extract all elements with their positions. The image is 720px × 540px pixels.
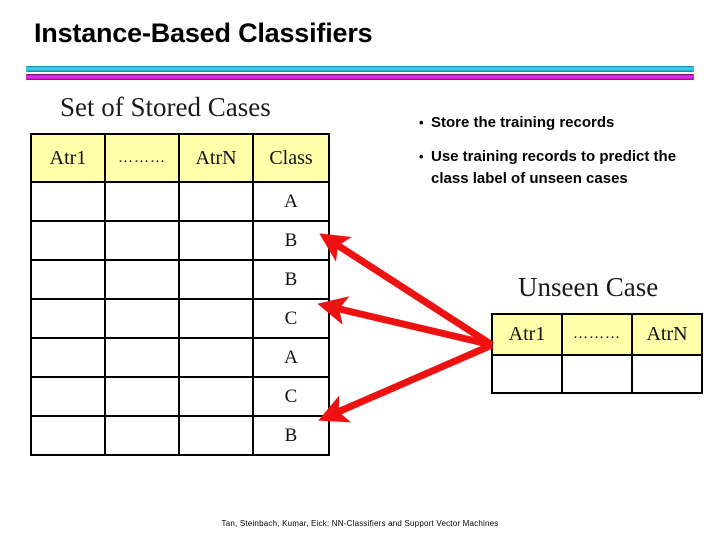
divider-bar-magenta bbox=[26, 74, 694, 80]
cell-mid bbox=[104, 415, 180, 456]
cell-mid bbox=[104, 259, 180, 300]
cell-class: C bbox=[252, 298, 330, 339]
table-row: A bbox=[30, 337, 330, 378]
cell-atr1 bbox=[30, 337, 106, 378]
cell-class: A bbox=[252, 337, 330, 378]
table-row bbox=[491, 354, 703, 394]
stored-cases-caption: Set of Stored Cases bbox=[60, 92, 271, 122]
title-divider bbox=[26, 66, 694, 82]
list-item: • Use training records to predict the cl… bbox=[419, 146, 687, 190]
divider-bar-cyan bbox=[26, 66, 694, 72]
cell-atr1 bbox=[30, 376, 106, 417]
cell-class: B bbox=[252, 259, 330, 300]
cell-class: C bbox=[252, 376, 330, 417]
table-row: A bbox=[30, 181, 330, 222]
cell-atrn bbox=[178, 298, 254, 339]
unseen-case-table: Atr1 ……… AtrN bbox=[491, 313, 703, 394]
page-title: Instance-Based Classifiers bbox=[34, 18, 373, 48]
column-header-atr1: Atr1 bbox=[30, 133, 106, 183]
cell-atrn bbox=[178, 259, 254, 300]
bullet-dot-icon: • bbox=[419, 115, 424, 130]
unseen-case-caption: Unseen Case bbox=[518, 272, 659, 302]
column-header-ellipsis: ……… bbox=[104, 133, 180, 183]
footer-citation: Tan, Steinbach, Kumar, Eick: NN-Classifi… bbox=[221, 519, 499, 528]
bullet-list: • Store the training records • Use train… bbox=[419, 112, 687, 202]
column-header-atrn: AtrN bbox=[178, 133, 254, 183]
table-row: C bbox=[30, 298, 330, 339]
arrow-to-row-7 bbox=[318, 341, 494, 423]
cell-atr1 bbox=[491, 354, 563, 394]
arrow-to-row-2 bbox=[319, 233, 494, 348]
cell-atrn bbox=[178, 220, 254, 261]
list-item-label: Use training records to predict the clas… bbox=[431, 148, 677, 187]
cell-atrn bbox=[178, 376, 254, 417]
cell-mid bbox=[104, 181, 180, 222]
cell-class: B bbox=[252, 415, 330, 456]
cell-atr1 bbox=[30, 181, 106, 222]
list-item: • Store the training records bbox=[419, 112, 687, 134]
cell-atrn bbox=[178, 337, 254, 378]
table-row: B bbox=[30, 259, 330, 300]
table-row: B bbox=[30, 220, 330, 261]
column-header-atr1: Atr1 bbox=[491, 313, 563, 356]
stored-cases-table: Atr1 ……… AtrN Class A B B C bbox=[30, 133, 330, 456]
column-header-class: Class bbox=[252, 133, 330, 183]
table-row: C bbox=[30, 376, 330, 417]
cell-atrn bbox=[178, 415, 254, 456]
cell-atrn bbox=[631, 354, 703, 394]
cell-atr1 bbox=[30, 220, 106, 261]
cell-mid bbox=[104, 220, 180, 261]
table-row: B bbox=[30, 415, 330, 456]
cell-class: B bbox=[252, 220, 330, 261]
table-header-row: Atr1 ……… AtrN bbox=[491, 313, 703, 356]
bullet-dot-icon: • bbox=[419, 149, 424, 164]
cell-mid bbox=[104, 337, 180, 378]
list-item-label: Store the training records bbox=[431, 114, 615, 131]
cell-mid bbox=[561, 354, 633, 394]
arrow-to-row-4 bbox=[317, 296, 493, 349]
column-header-ellipsis: ……… bbox=[561, 313, 633, 356]
cell-atr1 bbox=[30, 259, 106, 300]
column-header-atrn: AtrN bbox=[631, 313, 703, 356]
cell-mid bbox=[104, 298, 180, 339]
table-header-row: Atr1 ……… AtrN Class bbox=[30, 133, 330, 183]
cell-atrn bbox=[178, 181, 254, 222]
cell-class: A bbox=[252, 181, 330, 222]
cell-atr1 bbox=[30, 298, 106, 339]
cell-mid bbox=[104, 376, 180, 417]
cell-atr1 bbox=[30, 415, 106, 456]
